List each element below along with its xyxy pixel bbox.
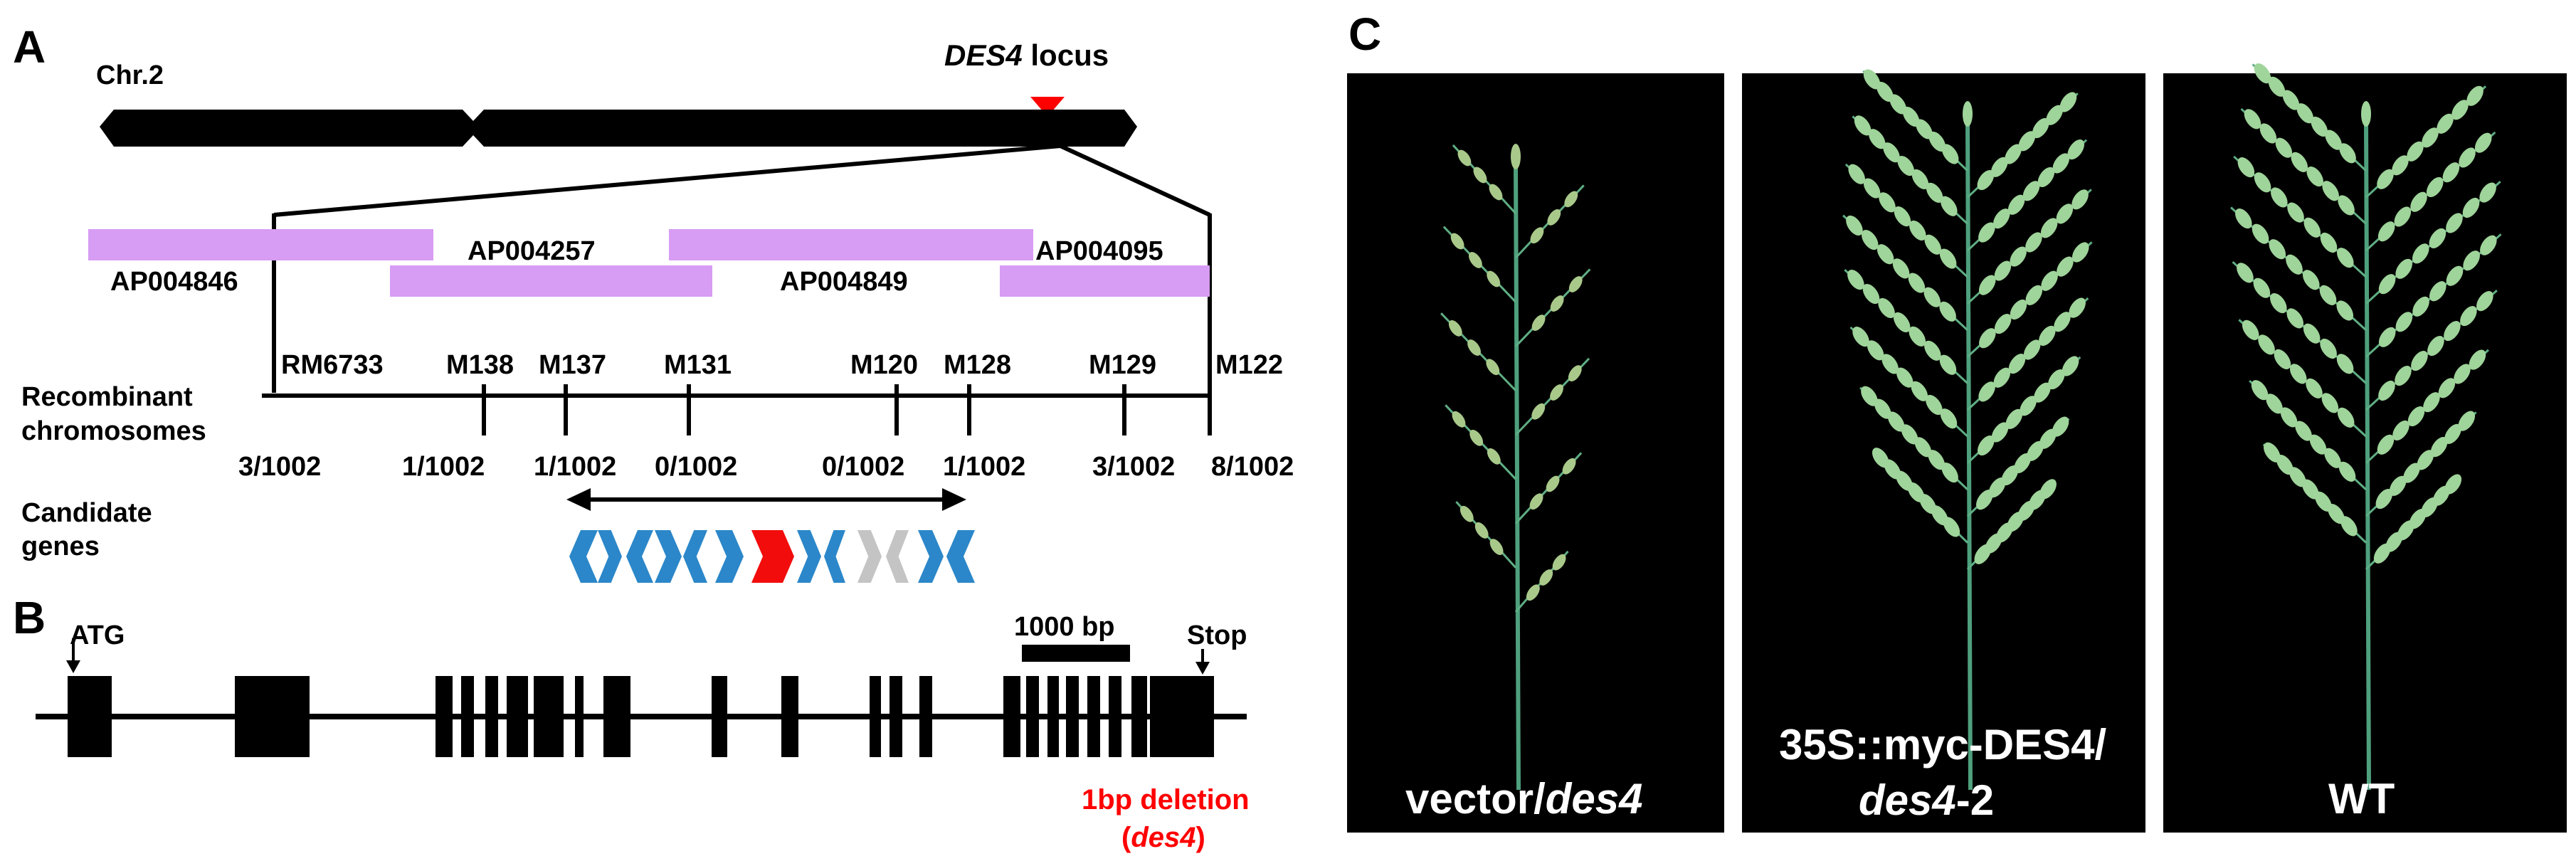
candidate-gene-arrow-10 [857,530,882,583]
recombinant-count-rm6733: 3/1002 [238,452,321,482]
photo-35s-myc-des4: 35S::myc-DES4/ des4-2 [1742,69,2145,833]
bac-bar-ap004257 [390,265,712,297]
deletion-arrow-icon [1174,744,1186,756]
exon-12 [870,676,881,757]
marker-label-m122: M122 [1215,350,1283,380]
exon-22 [1150,676,1214,757]
panel-a-label: A [13,21,46,73]
candidate-gene-arrow-6 [715,530,744,583]
marker-label-rm6733: RM6733 [281,350,384,380]
exon-16 [1026,676,1039,757]
candidate-gene-arrow-12 [918,530,944,583]
recombinant-count-m129: 3/1002 [1092,452,1175,482]
exon-20 [1109,676,1121,757]
bac-bar-ap004849 [669,229,1033,260]
bac-label-ap004257: AP004257 [468,236,596,266]
recombinant-count-m122: 8/1002 [1211,452,1294,482]
bac-label-ap004095: AP004095 [1035,236,1163,266]
candidate-gene-arrow-9 [824,530,845,583]
exon-18 [1066,676,1079,757]
locus-arrow-icon [1030,97,1065,117]
candidate-gene-arrow-4 [655,530,682,583]
bac-bar-ap004846 [88,229,433,260]
label-35s-myc-des4-line1: 35S::myc-DES4/ [1779,721,2107,769]
exon-13 [890,676,902,757]
stop-arrow-icon [1195,662,1210,675]
panicle-vector-des4 [1440,144,1591,791]
exon-11 [781,676,798,757]
photo-vector-des4: vector/des4 [1347,73,1724,833]
panicle-35s-myc-des4 [1842,69,2093,791]
exon-2 [235,676,310,757]
exon-1 [68,676,112,757]
exon-track [68,676,1214,757]
bac-label-ap004846: AP004846 [110,267,238,297]
candidate-label-line1: Candidate [21,498,152,528]
exon-5 [485,676,498,757]
candidate-arrow-left-icon [566,488,591,511]
candidate-gene-track [569,530,975,583]
candidate-gene-arrow-5 [683,530,707,583]
exon-21 [1131,676,1147,757]
panel-c-label: C [1348,9,1381,60]
exon-4 [461,676,474,757]
exon-19 [1087,676,1100,757]
candidate-label-line2: genes [21,532,100,561]
label-35s-myc-des4-line2: des4-2 [1859,776,1994,824]
label-wt: WT [2328,775,2395,823]
exon-6 [507,676,528,757]
exon-7 [534,676,564,757]
exon-3 [436,676,453,757]
candidate-gene-arrow-1 [569,530,598,583]
label-vector-des4: vector/des4 [1405,775,1643,823]
marker-label-m128: M128 [944,350,1011,380]
panicle-wt [2230,63,2502,791]
exon-15 [1003,676,1020,757]
marker-label-m137: M137 [539,350,606,380]
recombinant-count-m131: 0/1002 [655,452,737,482]
start-codon-label: ATG [70,621,125,650]
exon-17 [1047,676,1059,757]
marker-label-m129: M129 [1089,350,1156,380]
photo-wt: WT [2163,63,2567,833]
recombinant-count-m128: 1/1002 [943,452,1025,482]
exon-9 [603,676,630,757]
start-arrow-icon [66,660,80,673]
stop-codon-label: Stop [1187,621,1247,650]
candidate-gene-arrow-13 [946,530,975,583]
deletion-allele-label: (des4) [1121,822,1205,853]
exon-10 [712,676,727,757]
bac-bar-ap004095 [1000,265,1210,297]
marker-label-m131: M131 [664,350,732,380]
marker-label-m138: M138 [446,350,514,380]
recombinant-count-m120: 0/1002 [822,452,904,482]
exon-14 [919,676,932,757]
zoom-line-left [273,144,1061,217]
candidate-gene-arrow-2 [598,530,622,583]
zoom-line-right [1059,144,1211,217]
panel-b-label: B [13,592,46,643]
chromosome-label: Chr.2 [96,60,164,90]
exon-8 [575,676,584,757]
recombinant-label-line1: Recombinant [21,382,193,412]
recombinant-count-m137: 1/1002 [534,452,616,482]
locus-label: DES4 locus [944,38,1109,72]
candidate-gene-arrow-7 [751,530,794,583]
candidate-gene-arrow-3 [626,530,653,583]
candidate-gene-arrow-8 [797,530,821,583]
scale-bar [1022,645,1130,662]
marker-label-m120: M120 [850,350,918,380]
bac-label-ap004849: AP004849 [780,267,908,297]
deletion-label: 1bp deletion [1082,784,1250,815]
candidate-arrow-right-icon [942,488,966,511]
candidate-gene-arrow-11 [886,530,909,583]
chromosome-bar [100,110,1137,147]
recombinant-count-m138: 1/1002 [402,452,485,482]
recombinant-label-line2: chromosomes [21,416,206,446]
scale-bar-label: 1000 bp [1014,612,1115,642]
